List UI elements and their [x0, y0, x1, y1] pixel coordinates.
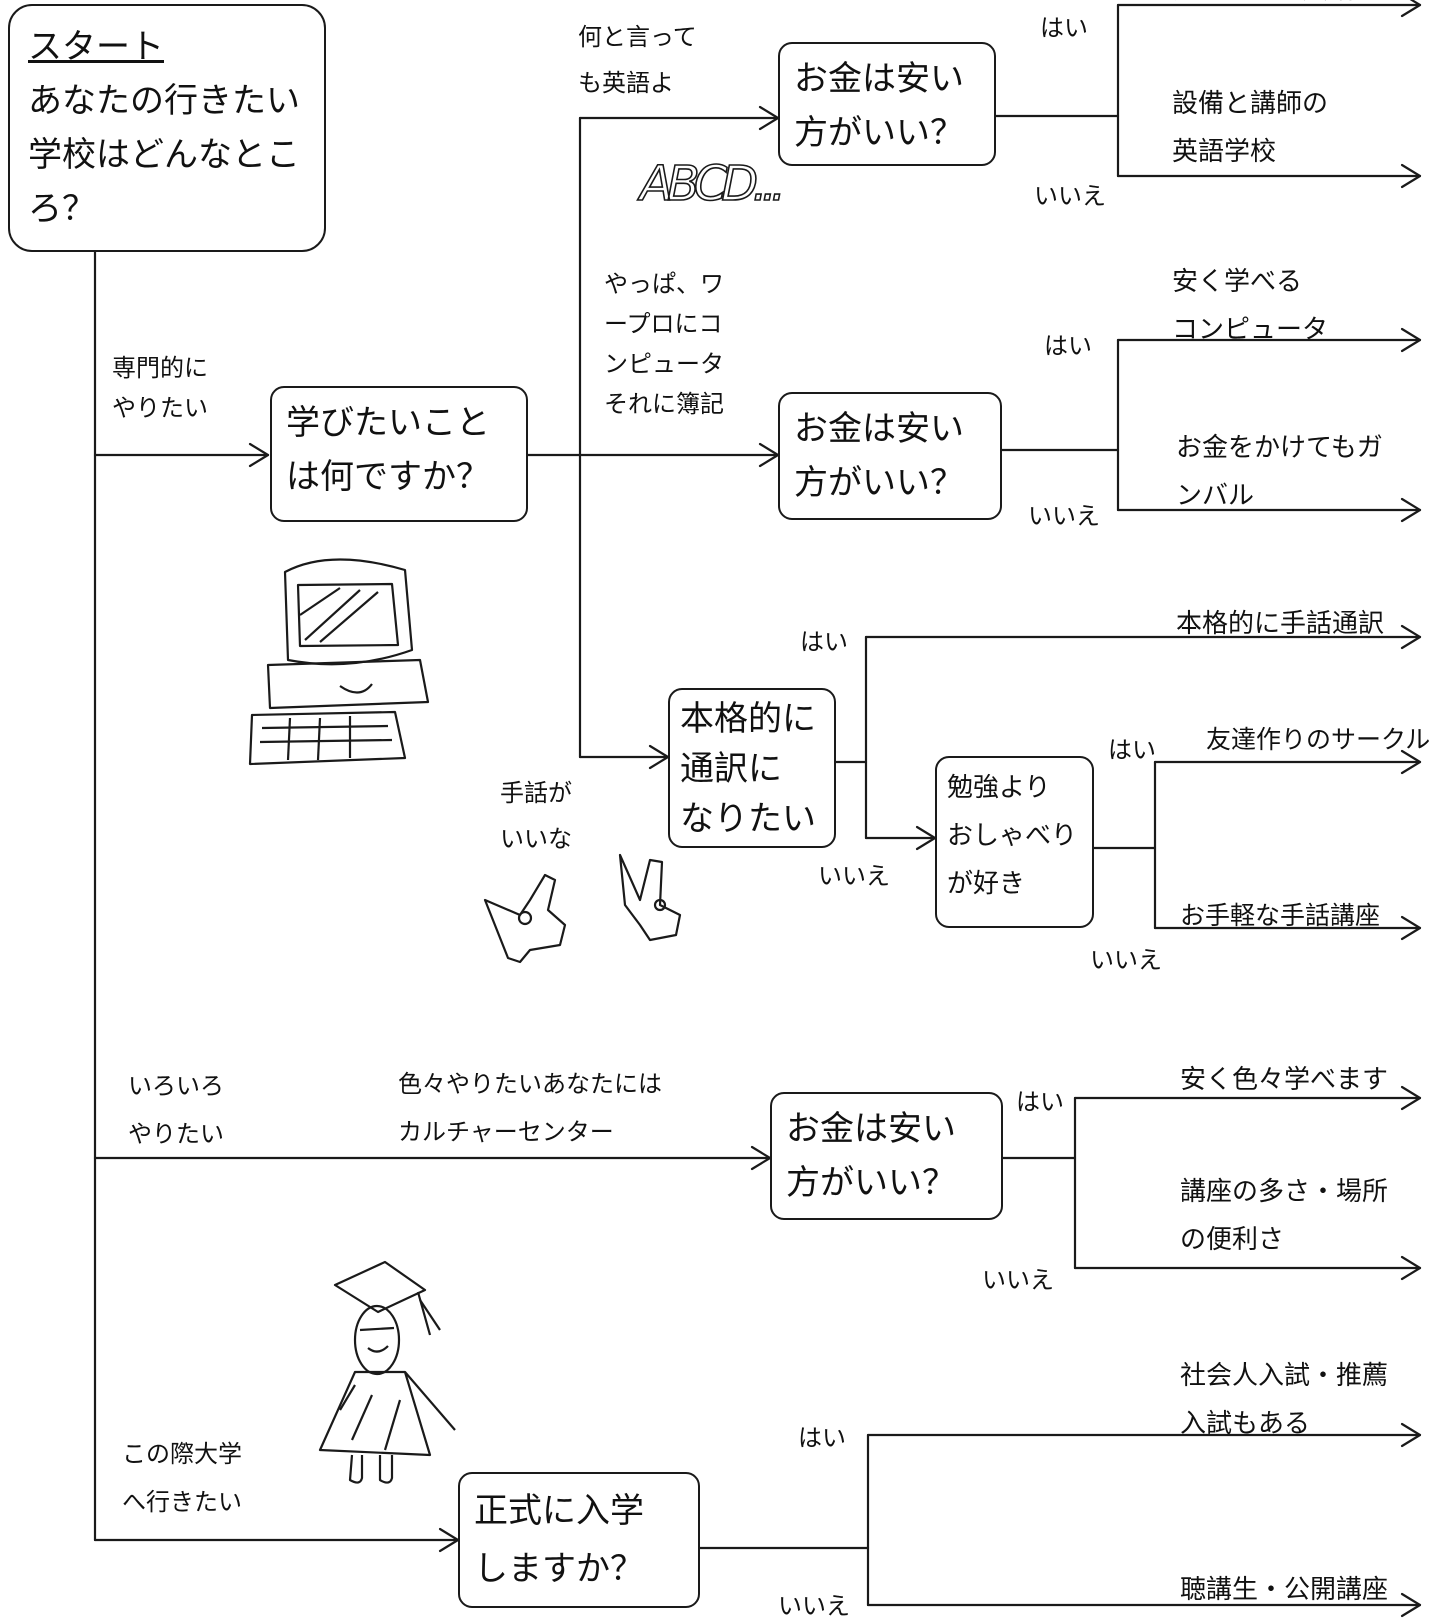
result-chat-yes: 友達作りのサークル: [1206, 725, 1431, 754]
culture-cheap-question-text: お金は安い 方がいい？: [786, 1109, 956, 1203]
result-computer-no: お金をかけてもガ ンバル: [1176, 433, 1383, 511]
result-interpreter-yes: 本格的に手話通訳: [1176, 609, 1385, 639]
chat-question-text: 勉強より おしゃべり が好き: [947, 773, 1078, 899]
culture-cheap-question-box: お金は安い 方がいい？: [770, 1092, 1003, 1220]
interpreter-question-text: 本格的に 通訳に なりたい: [680, 699, 816, 839]
result-enroll-no: 聴講生・公開講座: [1180, 1575, 1389, 1605]
enroll-yes-label: はい: [798, 1424, 846, 1452]
result-computer-yes: 安く学べる コンピュータ: [1172, 267, 1329, 345]
english-yes-label: はい: [1040, 14, 1088, 42]
result-english-no: 設備と講師の 英語学校: [1172, 89, 1329, 167]
chat-yes-label: はい: [1108, 736, 1156, 764]
learn-question-box: 学びたいこと は何ですか？: [270, 386, 528, 522]
start-title: スタート: [28, 27, 164, 67]
start-question: あなたの行きたい 学校はどんなとこ ろ？: [28, 81, 300, 229]
graduate-doodle-icon: [318, 1260, 456, 1484]
branch-label-sign: 手話が いいな: [500, 779, 572, 853]
english-no-label: いいえ: [1034, 182, 1106, 210]
enroll-question-text: 正式に入学 しますか？: [474, 1491, 644, 1589]
branch-label-english: 何と言って も英語よ: [578, 23, 697, 97]
sign-hands-doodle-icon: [483, 853, 682, 964]
computer-doodle-icon: [248, 558, 430, 766]
enroll-question-box: 正式に入学 しますか？: [458, 1472, 700, 1608]
interpreter-yes-label: はい: [800, 628, 848, 656]
result-enroll-yes: 社会人入試・推薦 入試もある: [1180, 1361, 1389, 1439]
interpreter-question-box: 本格的に 通訳に なりたい: [668, 688, 836, 848]
result-culture-no: 講座の多さ・場所 の便利さ: [1180, 1177, 1389, 1255]
learn-question-text: 学びたいこと は何ですか？: [286, 403, 490, 497]
culture-yes-label: はい: [1016, 1088, 1064, 1116]
culture-no-label: いいえ: [982, 1266, 1054, 1294]
computer-cheap-question-box: お金は安い 方がいい？: [778, 392, 1002, 520]
result-culture-yes: 安く色々学べます: [1180, 1065, 1389, 1095]
english-cheap-question-text: お金は安い 方がいい？: [794, 59, 964, 153]
branch-label-computer: やっぱ、ワ ープロにコ ンピュータ それに簿記: [604, 270, 724, 418]
chat-question-box: 勉強より おしゃべり が好き: [935, 756, 1094, 928]
computer-no-label: いいえ: [1028, 502, 1100, 530]
english-cheap-question-box: お金は安い 方がいい？: [778, 42, 996, 166]
branch-label-culture-center: 色々やりたいあなたには カルチャーセンター: [398, 1070, 662, 1146]
chat-no-label: いいえ: [1090, 946, 1162, 974]
enroll-no-label: いいえ: [778, 1592, 850, 1620]
result-chat-no: お手軽な手話講座: [1180, 901, 1381, 930]
interpreter-no-label: いいえ: [818, 862, 890, 890]
result-english-yes: 安く学べる英語: [1172, 0, 1354, 14]
abcd-doodle: ABCD...: [637, 156, 780, 212]
start-box: スタート あなたの行きたい 学校はどんなとこ ろ？: [8, 4, 326, 252]
branch-label-university: この際大学 へ行きたい: [122, 1440, 242, 1516]
computer-yes-label: はい: [1044, 332, 1092, 360]
branch-label-various: いろいろ やりたい: [128, 1072, 224, 1148]
computer-cheap-question-text: お金は安い 方がいい？: [794, 409, 964, 503]
branch-label-specialist: 専門的に やりたい: [112, 354, 208, 422]
